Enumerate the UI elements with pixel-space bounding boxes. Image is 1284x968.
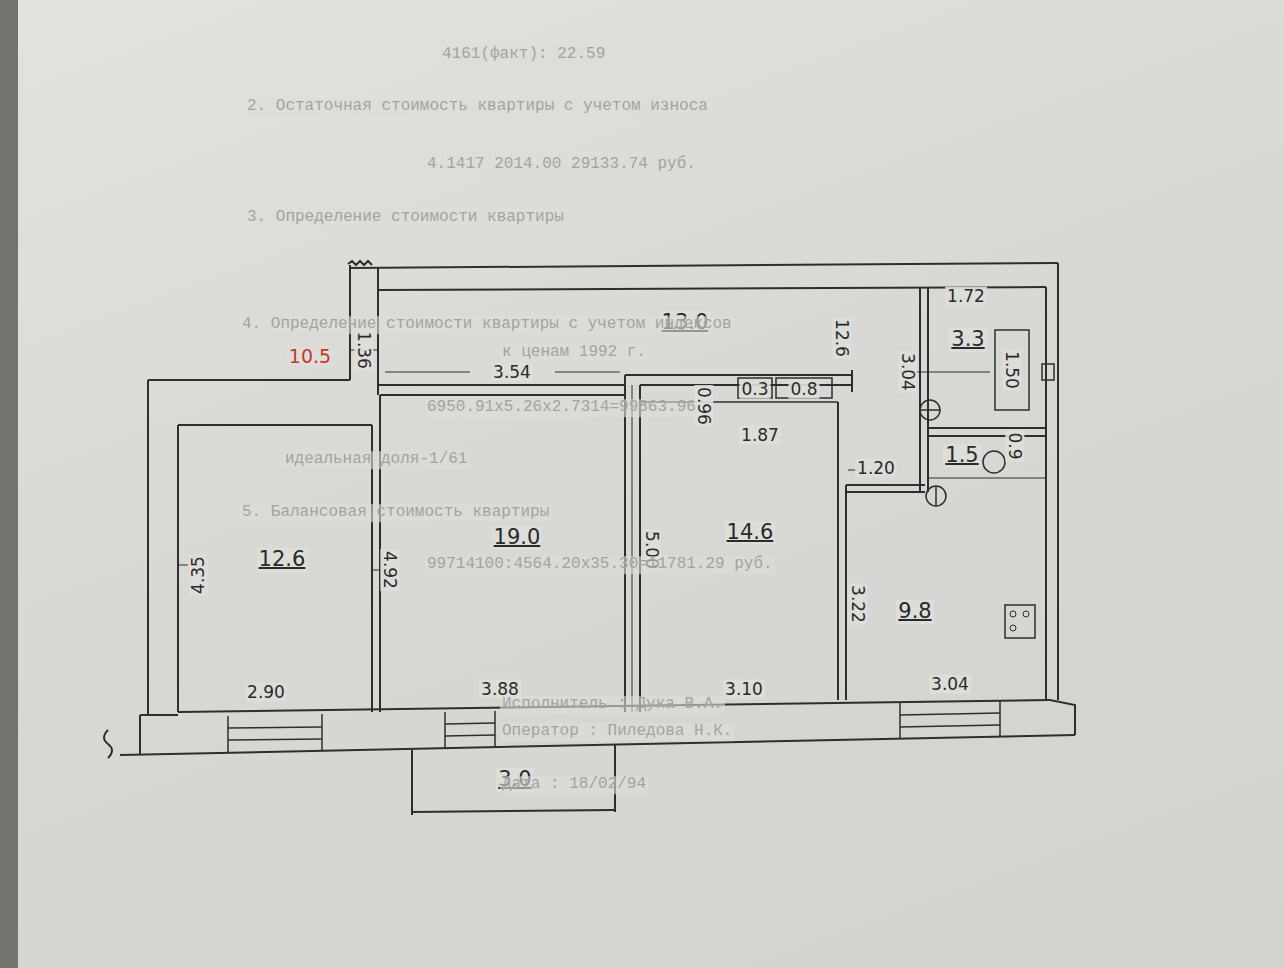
dimension-label: 3.54 xyxy=(491,363,533,382)
typed-note: Оператор : Пиледова Н.К. xyxy=(500,723,734,741)
typed-note: 99714100:4564.20x35.30=11781.29 руб. xyxy=(425,556,775,574)
typed-note: 4.1417 2014.00 29133.74 руб. xyxy=(425,156,698,174)
area-number: 12.6 xyxy=(257,548,308,571)
area-number: 14.6 xyxy=(725,521,776,544)
paper-edge xyxy=(0,0,18,968)
dimension-label: 3.10 xyxy=(723,680,765,699)
dimension-label: 1.72 xyxy=(945,287,987,306)
dimension-label: 3.04 xyxy=(929,675,971,694)
room-area: 12.6 xyxy=(180,427,370,710)
dimension-label: 1.20 xyxy=(855,459,897,478)
typed-note: 4. Определение стоимости квартиры с учет… xyxy=(240,316,734,334)
dimension-label: 4.35 xyxy=(189,554,208,596)
dimension-label: 0.9 xyxy=(1006,430,1025,461)
room-area: 3.3 xyxy=(930,290,1044,426)
dimension-label: 2.90 xyxy=(245,683,287,702)
room-area: 9.8 xyxy=(848,494,1044,698)
dimension-label: 3.22 xyxy=(849,583,868,625)
typed-note: 3. Определение стоимости квартиры xyxy=(245,209,566,227)
dimension-label: 1.36 xyxy=(355,329,374,371)
room-area: 1.5 xyxy=(930,438,1044,476)
area-number: 3.3 xyxy=(949,328,986,351)
room-area: 19.0 xyxy=(382,397,623,710)
typed-note: 6950.91x5.26x2.7314=99863.96 xyxy=(425,399,698,417)
typed-note: 5. Балансовая стоимость квартиры xyxy=(240,504,551,522)
typed-note: идеальная доля-1/61 xyxy=(283,451,469,469)
dimension-label: 1.87 xyxy=(739,426,781,445)
dimension-label: 4.92 xyxy=(381,549,400,591)
dimension-label: 3.04 xyxy=(899,351,918,393)
dimension-label: 0.8 xyxy=(788,380,819,399)
dimension-label: 12.6 xyxy=(833,317,852,359)
area-number: 1.5 xyxy=(943,444,980,467)
typed-note: Дата : 18/02/94 xyxy=(500,776,648,794)
area-number: 19.0 xyxy=(492,526,543,549)
typed-note: 4161(факт): 22.59 xyxy=(440,46,607,64)
typed-note: Исполнитель : Дука В.А. xyxy=(500,696,725,714)
dimension-label: 10.5 xyxy=(287,346,333,367)
area-number: 9.8 xyxy=(896,600,933,623)
dimension-label: 0.3 xyxy=(739,380,770,399)
typed-note: к ценам 1992 г. xyxy=(500,344,648,362)
typed-note: 2. Остаточная стоимость квартиры с учето… xyxy=(245,98,710,116)
dimension-label: 1.50 xyxy=(1003,349,1022,391)
